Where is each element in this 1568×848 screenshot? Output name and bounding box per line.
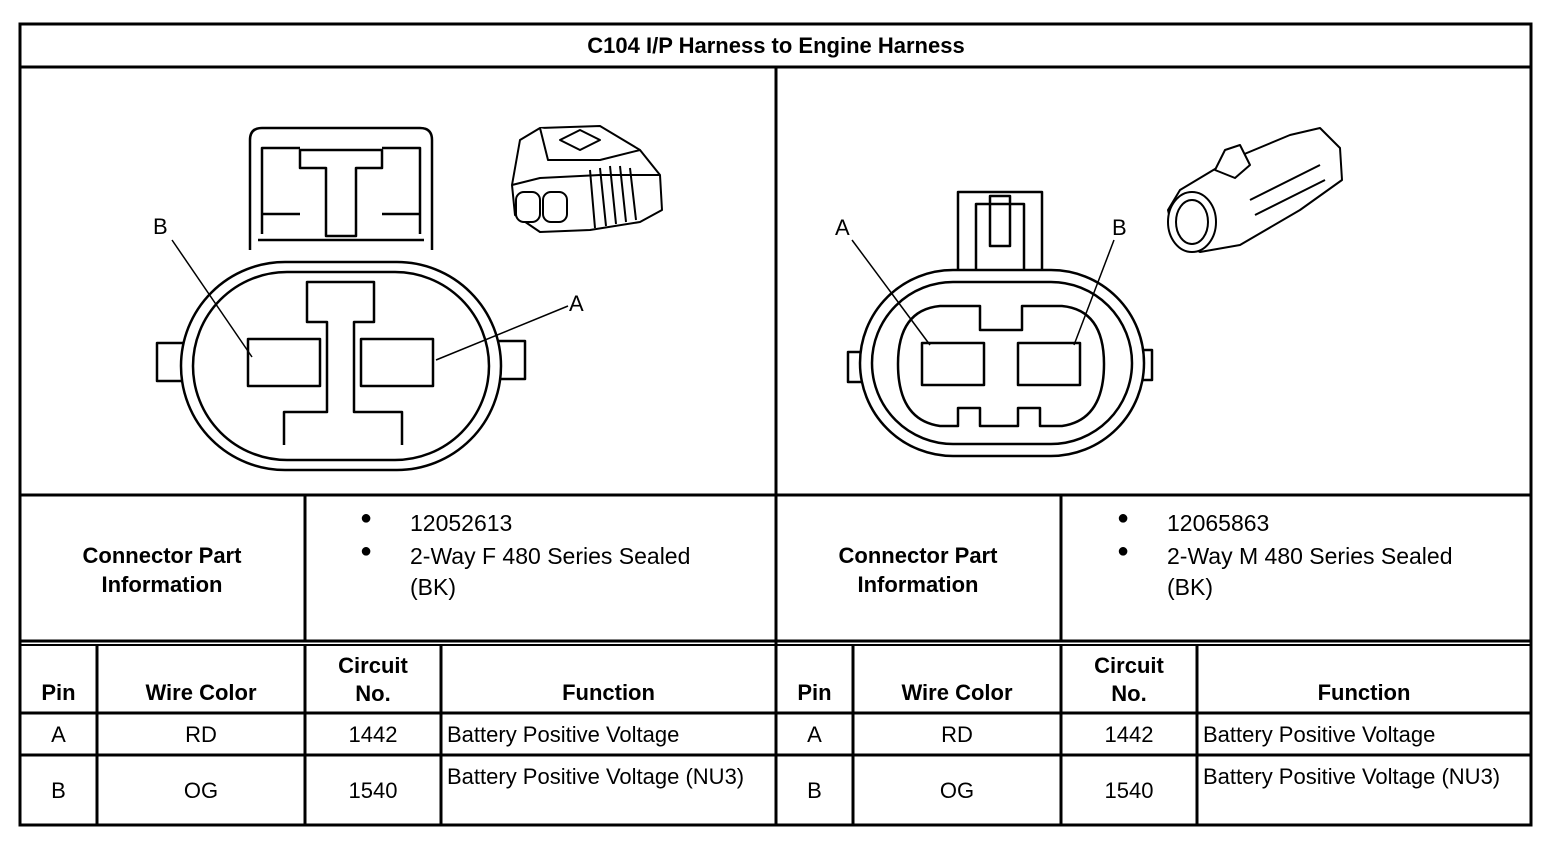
header-function-left: Function xyxy=(562,680,655,705)
female-connector-sketch xyxy=(511,125,663,233)
table-cell: Battery Positive Voltage xyxy=(1203,722,1436,747)
table-cell: RD xyxy=(941,722,973,747)
header-wire-left: Wire Color xyxy=(145,680,257,705)
table-cell: RD xyxy=(185,722,217,747)
callout-pin-b-right: B xyxy=(1112,215,1127,240)
table-cell: OG xyxy=(939,778,975,803)
header-function-right: Function xyxy=(1317,680,1411,705)
table-cell: Battery Positive Voltage (NU3) xyxy=(447,764,745,789)
header-wire-right: Wire Color xyxy=(901,680,1013,705)
table-cell: 1442 xyxy=(1104,722,1154,747)
part-number-right: ● 12065863 xyxy=(1117,507,1270,536)
table-cell: 1540 xyxy=(1104,778,1154,803)
part-desc-right: ● 2-Way M 480 Series Sealed (BK) xyxy=(1117,540,1453,600)
bullet-icon: ● xyxy=(1117,507,1130,529)
table-cell: Battery Positive Voltage (NU3) xyxy=(1203,764,1501,789)
table-cell: B xyxy=(51,778,66,803)
page-title: C104 I/P Harness to Engine Harness xyxy=(587,33,965,58)
table-cell: A xyxy=(807,722,822,747)
header-pin-right: Pin xyxy=(797,680,832,705)
male-connector-sketch xyxy=(1167,127,1343,253)
callout-pin-a-left: A xyxy=(569,291,584,316)
table-cell: A xyxy=(51,722,66,747)
callout-pin-a-right: A xyxy=(835,215,850,240)
header-circuit-right: Circuit No. xyxy=(1094,653,1164,706)
callout-pin-b-left: B xyxy=(153,214,168,239)
connector-part-label-right: Connector Part Information xyxy=(838,543,998,597)
table-cell: 1540 xyxy=(348,778,398,803)
part-number-left: ● 12052613 xyxy=(360,507,513,536)
part-desc-left: ● 2-Way F 480 Series Sealed (BK) xyxy=(360,540,691,600)
header-pin-left: Pin xyxy=(41,680,76,705)
table-cell: 1442 xyxy=(348,722,398,747)
female-connector-face xyxy=(155,126,527,472)
header-circuit-left: Circuit No. xyxy=(338,653,408,706)
bullet-icon: ● xyxy=(360,507,373,529)
table-cell: B xyxy=(807,778,822,803)
connector-part-label-left: Connector Part Information xyxy=(82,543,242,597)
bullet-icon: ● xyxy=(1117,540,1130,562)
male-connector-face xyxy=(846,190,1154,458)
bullet-icon: ● xyxy=(360,540,373,562)
table-cell: OG xyxy=(183,778,219,803)
table-cell: Battery Positive Voltage xyxy=(447,722,680,747)
